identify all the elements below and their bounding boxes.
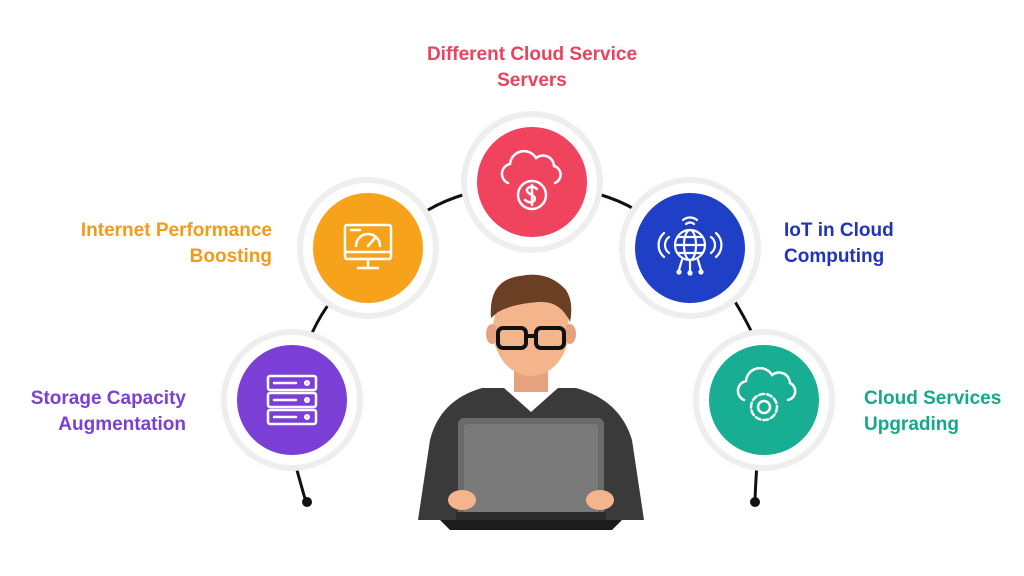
person-hair [490, 274, 572, 322]
arc-segment-right [732, 298, 754, 335]
laptop-screen-panel [464, 424, 598, 514]
laptop-keyboard [456, 512, 606, 520]
label-internet-performance-boosting: Internet Performance Boosting [40, 218, 272, 270]
label-top-line1: Different Cloud Service [426, 44, 638, 65]
arc-end-dot-right [750, 497, 760, 507]
label-upper-right-line2: Computing [784, 246, 885, 267]
label-top-line2: Servers [497, 70, 567, 91]
node-upper-left-circle [313, 193, 423, 303]
label-upper-left-line2: Boosting [189, 246, 272, 267]
glasses-icon [496, 326, 566, 350]
node-upper-left [313, 193, 423, 303]
label-different-cloud-service-servers: Different Cloud Service Servers [392, 42, 672, 94]
person-collar [504, 388, 558, 412]
node-lower-right [709, 345, 819, 455]
cloud-gear-icon [736, 366, 797, 422]
label-lower-left-line1: Storage Capacity [30, 388, 186, 409]
person-face [493, 284, 569, 376]
arc-segment-top-left [426, 192, 468, 212]
person-hand-right [586, 490, 614, 510]
person-ear-left [486, 324, 498, 344]
node-top [477, 127, 587, 237]
arc-end-dot-left [302, 497, 312, 507]
node-upper-right [635, 193, 745, 303]
speedometer-monitor-icon [343, 223, 393, 270]
person-with-laptop [418, 274, 644, 530]
laptop-base [440, 520, 622, 530]
person-hand-left [448, 490, 476, 510]
label-lower-right-line2: Upgrading [864, 414, 959, 435]
label-lower-right-line1: Cloud Services [864, 388, 1002, 409]
label-storage-capacity-augmentation: Storage Capacity Augmentation [6, 386, 186, 438]
server-rack-icon [266, 374, 318, 426]
arc-segment-top-right [596, 192, 638, 212]
cloud-dollar-icon [500, 149, 562, 211]
label-cloud-services-upgrading: Cloud Services Upgrading [864, 386, 1014, 438]
label-iot-in-cloud-computing: IoT in Cloud Computing [784, 218, 984, 270]
person-ear-right [564, 324, 576, 344]
iot-globe-icon [657, 216, 723, 276]
node-lower-left [237, 345, 347, 455]
label-upper-left-line1: Internet Performance [80, 220, 272, 241]
label-upper-right-line1: IoT in Cloud [784, 220, 894, 241]
label-lower-left-line2: Augmentation [58, 414, 186, 435]
node-upper-right-circle [635, 193, 745, 303]
